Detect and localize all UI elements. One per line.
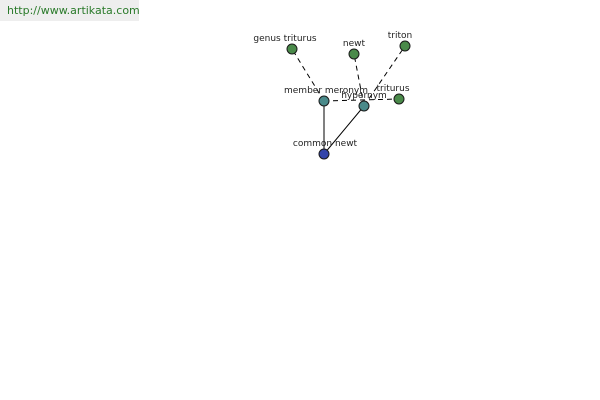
edge-member-meronym-to-triturus	[323, 98, 400, 102]
edge-hypernym-to-triton	[363, 45, 406, 107]
node-triton[interactable]	[399, 40, 411, 52]
node-newt[interactable]	[348, 48, 360, 60]
node-common-newt[interactable]	[318, 148, 330, 160]
nodes-layer	[286, 40, 411, 160]
node-label-common-newt[interactable]: common newt	[293, 139, 358, 149]
edges-layer	[291, 45, 406, 155]
node-label-newt[interactable]: newt	[343, 39, 366, 49]
node-label-hypernym[interactable]: hypernym	[341, 91, 387, 101]
node-hypernym[interactable]	[358, 100, 370, 112]
node-label-triturus[interactable]: triturus	[376, 84, 409, 94]
node-genus-triturus[interactable]	[286, 43, 298, 55]
edge-common-newt-to-hypernym	[323, 105, 365, 155]
labels-layer: genus triturus newt triton member meronymhy…	[253, 31, 412, 149]
edge-member-meronym-to-genus-triturus	[291, 48, 325, 102]
node-triturus[interactable]	[393, 93, 405, 105]
node-label-genus-triturus[interactable]: genus triturus	[253, 34, 317, 44]
source-url-link[interactable]: http://www.artikata.com	[0, 0, 140, 21]
node-member-meronym[interactable]	[318, 95, 330, 107]
node-label-member-meronym[interactable]: member meronym	[284, 86, 368, 96]
node-label-triton[interactable]: triton	[388, 31, 412, 41]
